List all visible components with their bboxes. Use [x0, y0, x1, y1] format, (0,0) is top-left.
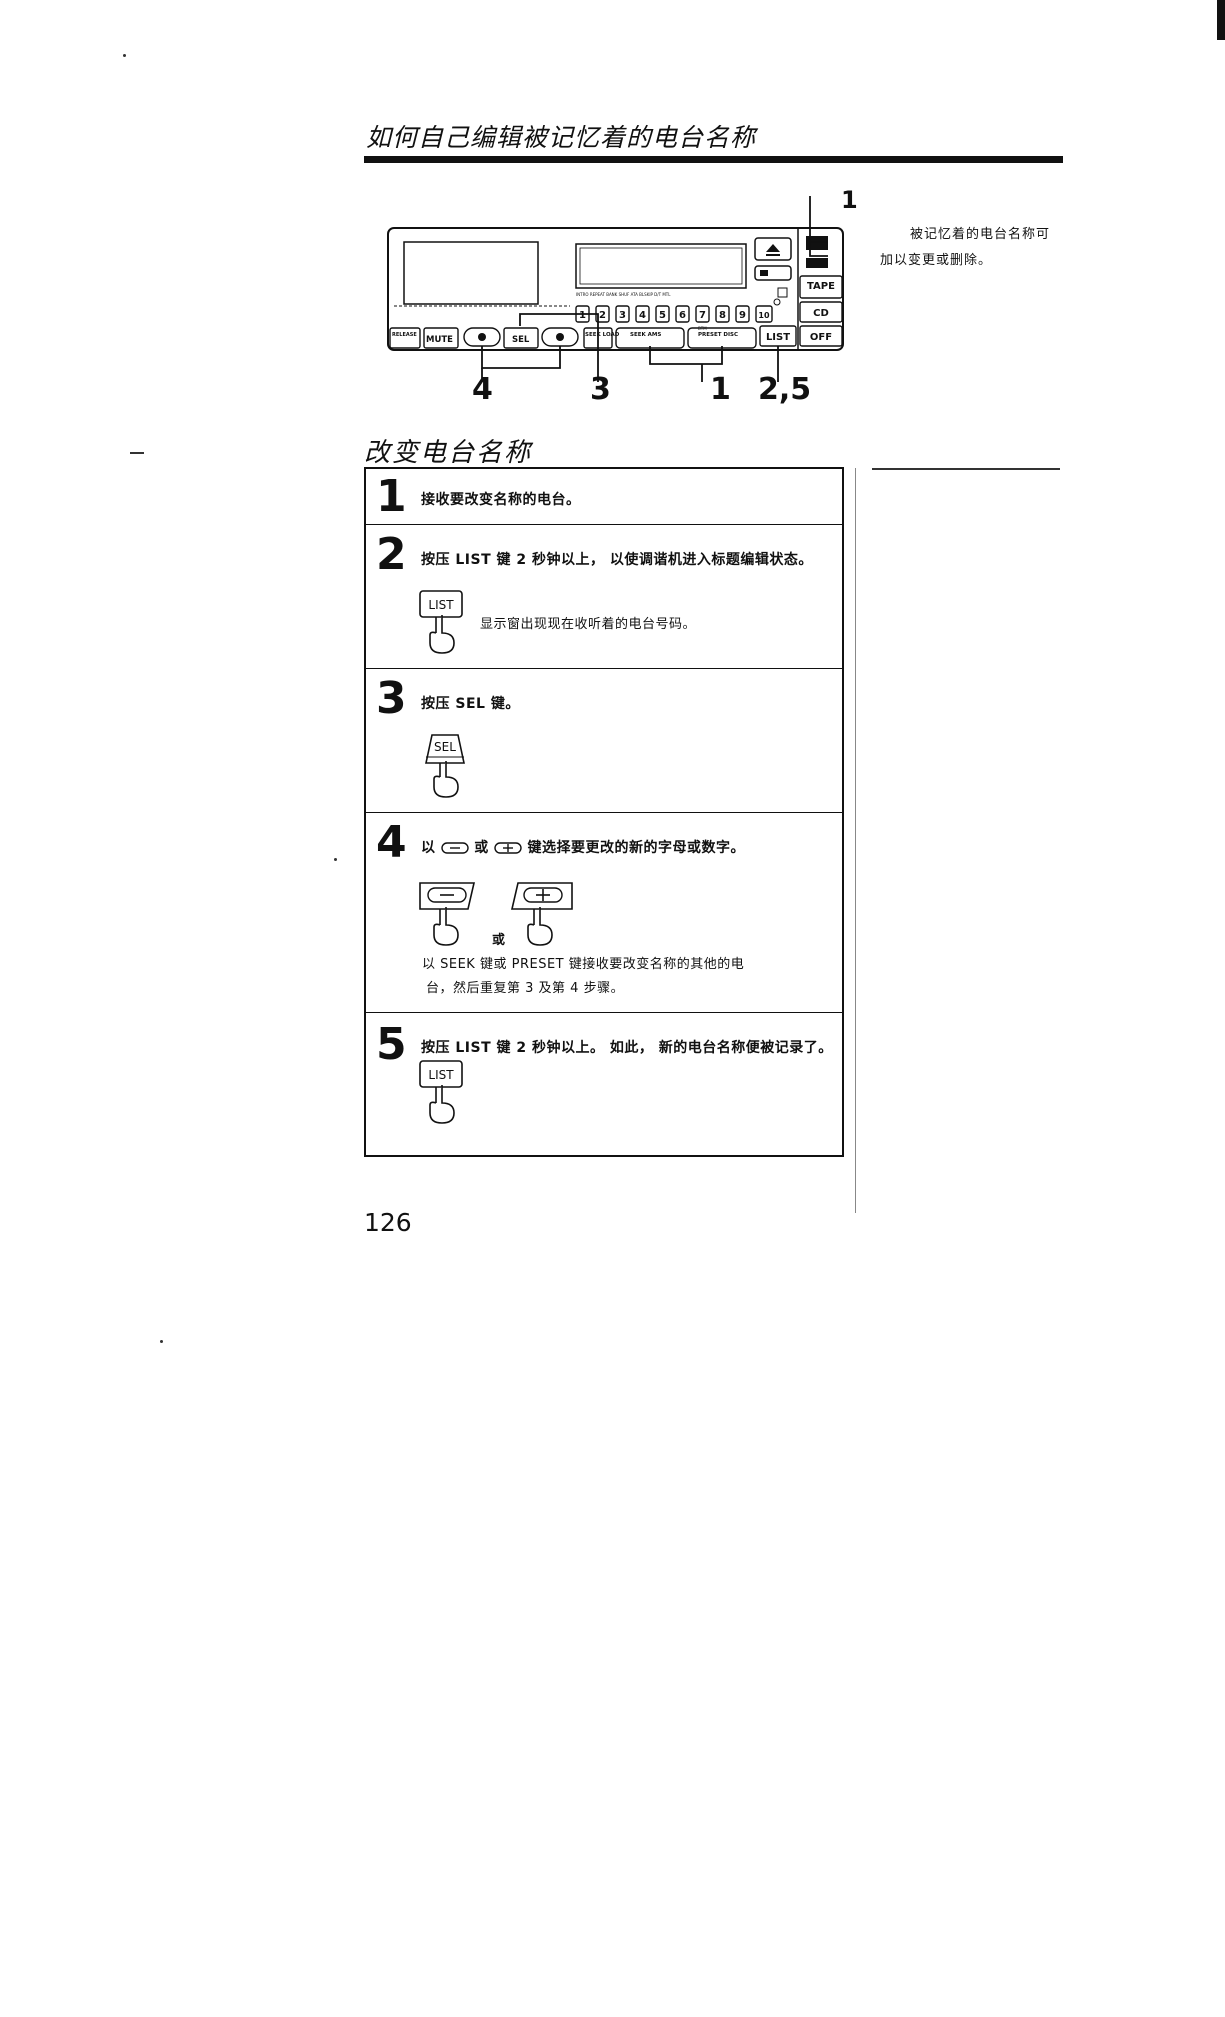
plus-key-press-icon	[510, 882, 573, 946]
cd-label: CD	[813, 308, 829, 319]
step-4: 4 以 或 键选择要更改的新的字母或数字。	[366, 813, 842, 1013]
preset-disc-label: PRESET DISC	[698, 332, 738, 338]
list-key-label: LIST	[428, 598, 454, 612]
side-note-line-1: 被记忆着的电台名称可	[910, 227, 1051, 242]
column-divider	[855, 468, 856, 1213]
preset-6-label: 6	[679, 310, 686, 321]
seek-load-label: SEEK LOAD	[585, 332, 620, 338]
preset-4-label: 4	[639, 310, 646, 321]
step-2: 2 按压 LIST 键 2 秒钟以上， 以使调谐机进入标题编辑状态。 LIST …	[366, 525, 842, 669]
scan-speck	[160, 1340, 163, 1343]
side-note-line-2: 加以变更或删除。	[880, 253, 993, 268]
tape-label: TAPE	[807, 281, 835, 292]
step-4-text-a: 以	[421, 840, 436, 856]
list-key-press-icon-2: LIST	[419, 1060, 463, 1124]
preset-9-label: 9	[739, 310, 746, 321]
preset-8-label: 8	[719, 310, 726, 321]
preset-1-label: 1	[579, 310, 586, 321]
step-4-text-b: 或	[474, 840, 489, 856]
minus-key-icon	[441, 842, 469, 854]
title-rule	[364, 156, 1063, 163]
sel-key-press-icon: SEL	[425, 734, 465, 798]
steps-box: 1 接收要改变名称的电台。 2 按压 LIST 键 2 秒钟以上， 以使调谐机进…	[364, 467, 844, 1157]
mute-label: MUTE	[426, 335, 453, 345]
step-5-number: 5	[376, 1019, 407, 1070]
step-4-text-c: 键选择要更改的新的字母或数字。	[527, 840, 745, 856]
right-column-rule	[872, 468, 1060, 470]
page-number: 126	[364, 1208, 412, 1237]
minus-key-press-icon	[419, 882, 476, 946]
list-key-press-icon: LIST	[419, 590, 463, 654]
callout-1-top: 1	[841, 186, 858, 214]
callout-2-5: 2,5	[758, 372, 812, 407]
off-label: OFF	[810, 332, 832, 343]
step-2-text: 按压 LIST 键 2 秒钟以上， 以使调谐机进入标题编辑状态。	[421, 552, 813, 568]
list-label: LIST	[766, 332, 790, 343]
step-1: 1 接收要改变名称的电台。	[366, 469, 842, 525]
preset-10-label: 10	[758, 311, 770, 320]
scan-speck	[130, 452, 144, 454]
step-3: 3 按压 SEL 键。 SEL	[366, 669, 842, 813]
step-2-number: 2	[376, 529, 407, 580]
sel-label: SEL	[512, 335, 530, 345]
list-key-label-2: LIST	[428, 1068, 454, 1082]
car-stereo-panel-figure: INTRO REPEAT BANK SHUF ATA BLSKIP D/T MT…	[387, 196, 844, 382]
preset-5-label: 5	[659, 310, 666, 321]
step-3-number: 3	[376, 673, 407, 724]
scan-edge-mark	[1217, 0, 1225, 40]
page-title: 如何自己编辑被记忆着的电台名称	[366, 123, 757, 152]
step-3-text: 按压 SEL 键。	[421, 696, 520, 712]
section-title: 改变电台名称	[364, 438, 533, 468]
preset-2-label: 2	[599, 310, 606, 321]
preset-3-label: 3	[619, 310, 626, 321]
step-1-text: 接收要改变名称的电台。	[421, 492, 581, 508]
preset-7-label: 7	[699, 310, 706, 321]
step-2-subtext: 显示窗出现现在收听着的电台号码。	[480, 617, 697, 632]
plus-key-icon	[494, 842, 522, 854]
release-label: RELEASE	[392, 332, 417, 338]
scan-speck	[123, 54, 126, 57]
callout-3: 3	[590, 372, 611, 407]
step-4-number: 4	[376, 817, 407, 868]
seek-ams-label: SEEK AMS	[630, 332, 661, 338]
step-4-note-line-1: 以 SEEK 键或 PRESET 键接收要改变名称的其他的电	[422, 957, 745, 972]
sel-key-label: SEL	[434, 740, 456, 754]
svg-text:INTRO REPEAT BANK SHUF ATA BLS: INTRO REPEAT BANK SHUF ATA BLSKIP D/T MT…	[576, 292, 671, 297]
step-1-number: 1	[376, 471, 407, 522]
side-note: 被记忆着的电台名称可 加以变更或删除。	[880, 222, 1070, 274]
step-4-note-line-2: 台，然后重复第 3 及第 4 步骤。	[426, 981, 625, 996]
step-4-text: 以 或 键选择要更改的新的字母或数字。	[421, 837, 745, 857]
callout-4: 4	[472, 372, 493, 407]
step-5: 5 按压 LIST 键 2 秒钟以上。 如此， 新的电台名称便被记录了。 LIS…	[366, 1013, 842, 1157]
callout-1: 1	[710, 372, 731, 407]
or-label: 或	[492, 933, 506, 948]
scan-speck	[334, 858, 337, 861]
step-5-text: 按压 LIST 键 2 秒钟以上。 如此， 新的电台名称便被记录了。	[421, 1040, 833, 1056]
